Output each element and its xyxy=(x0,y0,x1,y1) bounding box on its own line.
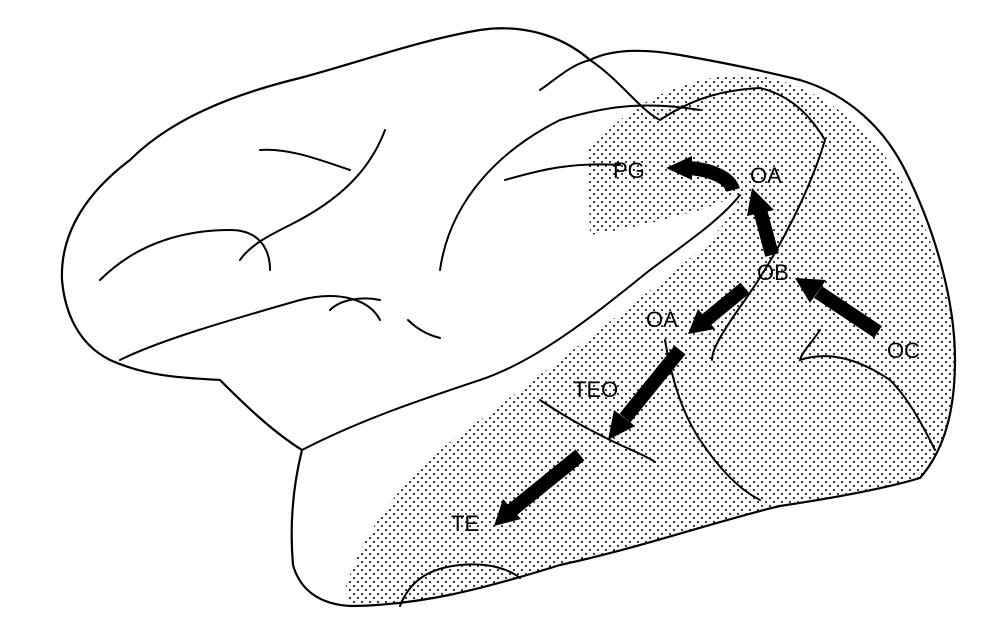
frontal-sulcus-small xyxy=(329,297,381,311)
precentral-sulcus xyxy=(259,148,351,171)
occipitotemporal-sulcus xyxy=(399,563,521,607)
frontal-sulcus-small-2 xyxy=(407,319,441,339)
label-oc: OC xyxy=(887,338,920,363)
intraparietal-sulcus xyxy=(439,104,701,271)
arrow-oa-to-pg xyxy=(689,161,740,193)
arrow-ob-to-oa-upper xyxy=(753,208,779,257)
label-te: TE xyxy=(451,511,479,536)
principal-sulcus xyxy=(119,295,381,361)
arrow-oa-to-pg-head xyxy=(666,156,692,180)
label-oa-lower: OA xyxy=(646,307,678,332)
superior-temporal-sulcus xyxy=(539,399,656,463)
lateral-sulcus xyxy=(301,194,741,451)
arrow-oc-to-ob xyxy=(814,286,882,338)
occipitotemporal-stipple xyxy=(345,74,956,607)
stipple-border-upper xyxy=(589,59,826,141)
arrow-oa-to-teo-head xyxy=(608,410,635,440)
hemisphere-outline xyxy=(60,27,957,608)
arrow-ob-to-oa-lower-head xyxy=(688,309,715,334)
label-pg: PG xyxy=(613,158,645,183)
arcuate-sulcus xyxy=(99,228,271,281)
arrow-teo-to-te-head xyxy=(494,499,521,526)
frontal-pole-curve xyxy=(539,59,591,91)
arrow-oa-to-teo xyxy=(619,345,686,423)
central-sulcus xyxy=(239,129,386,261)
parietal-sulcus-2 xyxy=(504,163,621,181)
label-oa-upper: OA xyxy=(750,163,782,188)
brain-outline xyxy=(60,27,957,608)
lunate-sulcus xyxy=(711,139,826,361)
inferior-temporal-sulcus xyxy=(798,329,936,451)
label-ob: OB xyxy=(757,260,789,285)
pathway-arrows xyxy=(494,156,882,526)
sulci xyxy=(99,59,936,607)
arrow-ob-to-oa-lower xyxy=(701,282,750,326)
arrow-oc-to-ob-head xyxy=(795,278,826,303)
arrow-teo-to-te xyxy=(507,449,585,516)
stippled-regions xyxy=(345,74,956,607)
label-teo: TEO xyxy=(573,377,618,402)
arrow-ob-to-oa-upper-head xyxy=(747,188,774,216)
region-labels: PG OA OB OA OC TEO TE xyxy=(451,158,920,536)
